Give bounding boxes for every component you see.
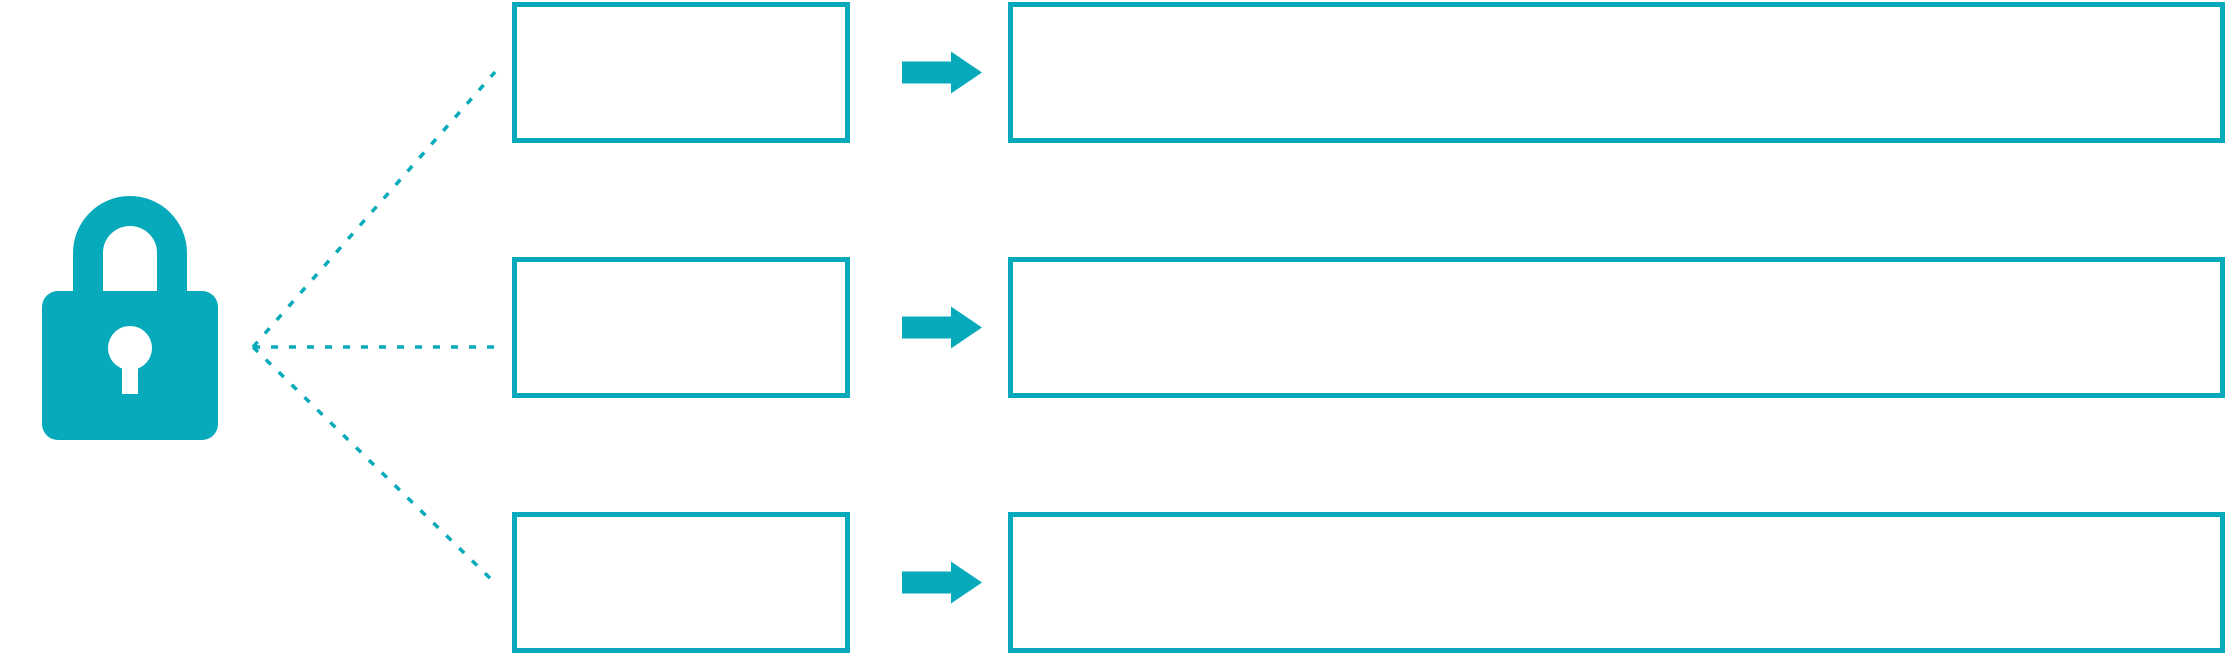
padlock-shackle-icon	[73, 196, 187, 305]
padlock-keyhole-stem-icon	[122, 348, 138, 394]
padlock-icon[interactable]	[42, 196, 218, 440]
connector-bottom	[251, 345, 497, 585]
arrow-right-icon-3	[902, 561, 982, 604]
right-box-2[interactable]	[1008, 257, 2225, 398]
arrow-right-icon-2	[902, 306, 982, 349]
left-box-1[interactable]	[512, 2, 850, 143]
connector-top	[251, 70, 497, 349]
row-3	[512, 512, 2225, 653]
left-box-3[interactable]	[512, 512, 850, 653]
right-box-1[interactable]	[1008, 2, 2225, 143]
left-box-2[interactable]	[512, 257, 850, 398]
row-1	[512, 2, 2225, 143]
row-2	[512, 257, 2225, 398]
arrow-right-icon-1	[902, 51, 982, 94]
right-box-3[interactable]	[1008, 512, 2225, 653]
row-group	[512, 2, 2225, 653]
connector-group	[251, 70, 497, 585]
